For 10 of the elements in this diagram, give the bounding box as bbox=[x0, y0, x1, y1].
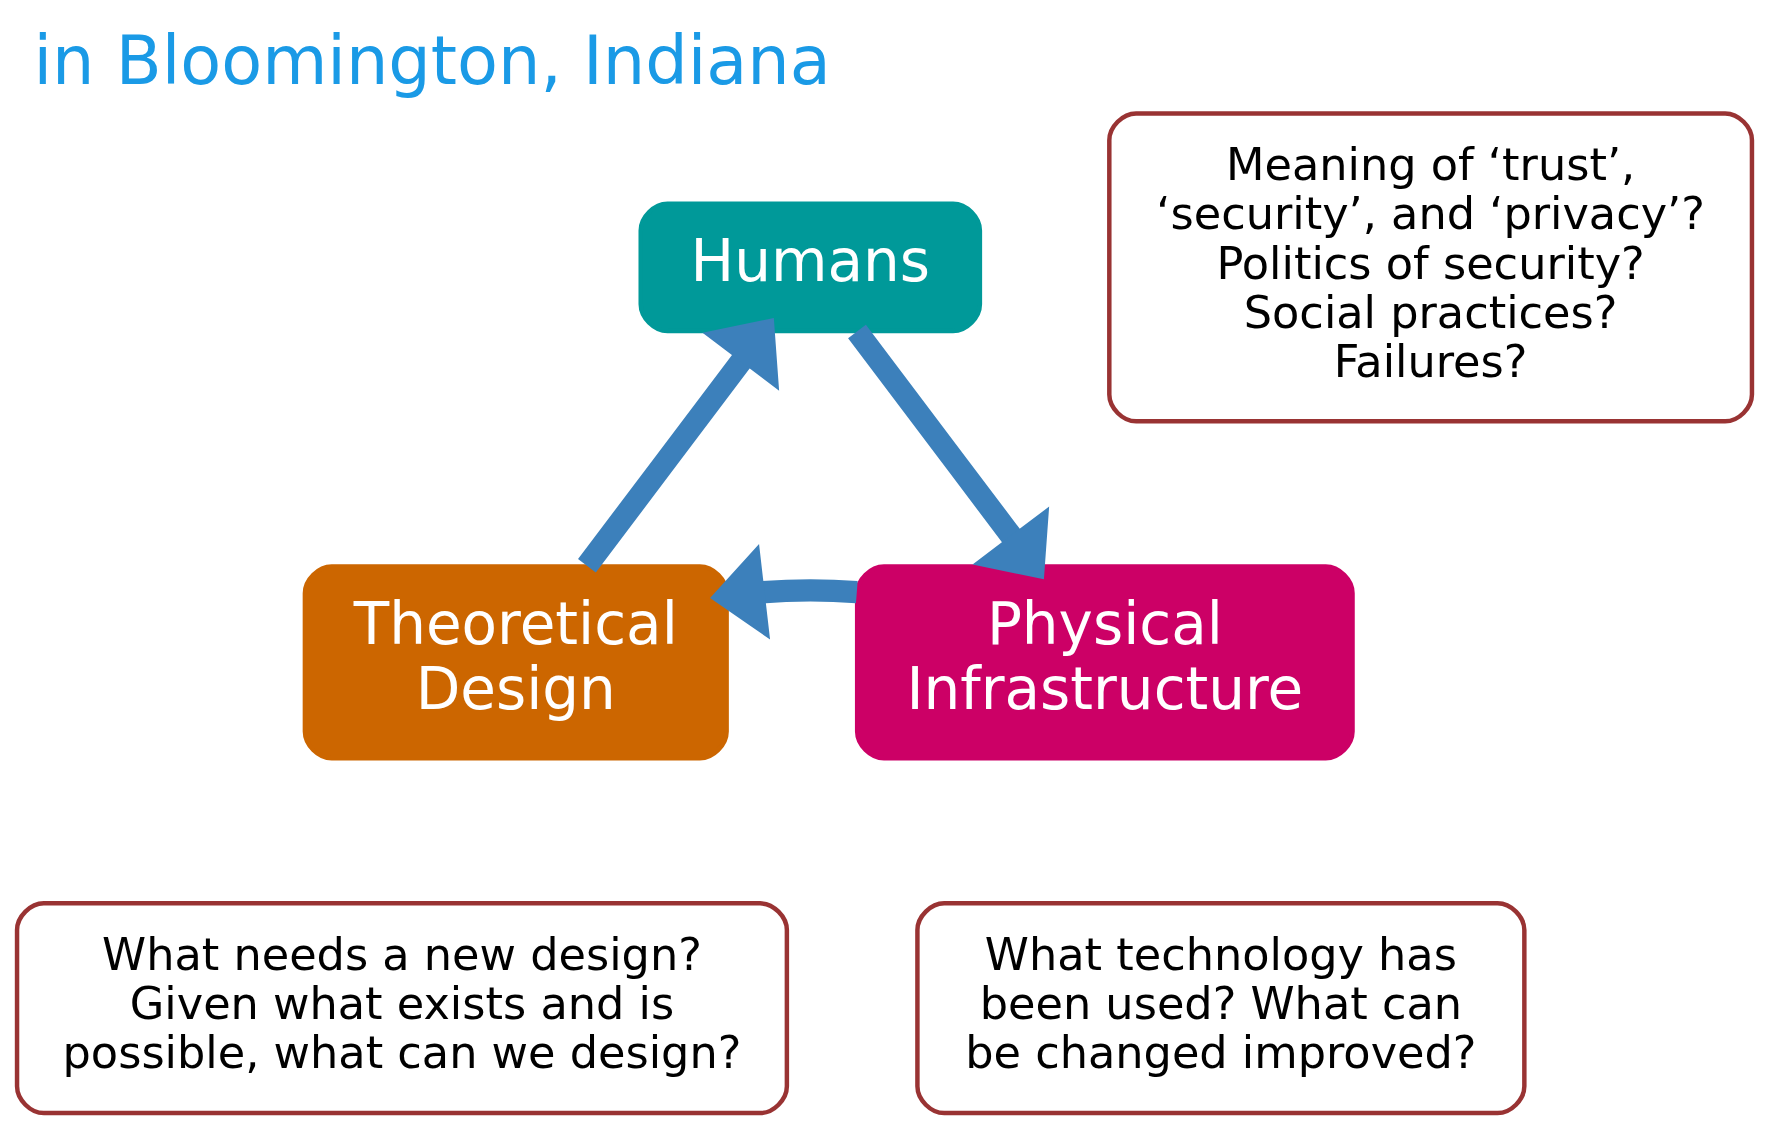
diagram-title: in Bloomington, Indiana bbox=[33, 21, 831, 100]
arrow bbox=[578, 317, 780, 572]
node-box: Theoretical Design bbox=[302, 563, 729, 760]
node-box: Meaning of ‘trust’, ‘security’, and ‘privacy’? Politics of security? Social practices? Failures? bbox=[1107, 110, 1755, 424]
node-box: Humans bbox=[638, 201, 983, 333]
node-box: Physical Infrastructure bbox=[854, 563, 1355, 760]
arrow bbox=[848, 324, 1050, 579]
node-box: What technology has been used? What can be changed improved? bbox=[915, 900, 1527, 1115]
arrow bbox=[710, 543, 858, 639]
node-box: What needs a new design? Given what exists and is possible, what can we design? bbox=[14, 900, 790, 1115]
